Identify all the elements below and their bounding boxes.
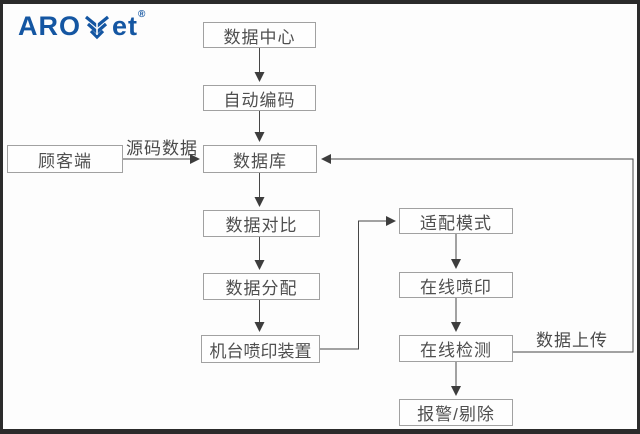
- logo-text-suffix: et: [112, 11, 139, 41]
- node-online-print: 在线喷印: [399, 272, 513, 298]
- node-machine-print: 机台喷印装置: [201, 335, 320, 363]
- node-database: 数据库: [203, 145, 317, 173]
- logo: ARO et ®: [18, 9, 146, 45]
- edge-label-data-upload: 数据上传: [536, 331, 608, 350]
- node-online-detect: 在线检测: [399, 335, 513, 362]
- edge-label-source-data: 源码数据: [126, 139, 198, 158]
- connector-machineprint-adaptmode: [320, 216, 396, 350]
- connector-onlinedetect-database-upload: [321, 154, 634, 353]
- node-alarm-reject: 报警/剔除: [399, 399, 513, 426]
- node-data-distribute: 数据分配: [203, 273, 320, 300]
- leaf-icon: [83, 12, 111, 45]
- node-data-center: 数据中心: [203, 22, 316, 48]
- registered-mark: ®: [138, 9, 146, 20]
- logo-text-prefix: ARO: [18, 11, 81, 41]
- node-customer: 顾客端: [7, 145, 123, 173]
- node-adapt-mode: 适配模式: [399, 208, 513, 234]
- node-auto-encoding: 自动编码: [203, 85, 316, 111]
- node-data-compare: 数据对比: [203, 210, 320, 237]
